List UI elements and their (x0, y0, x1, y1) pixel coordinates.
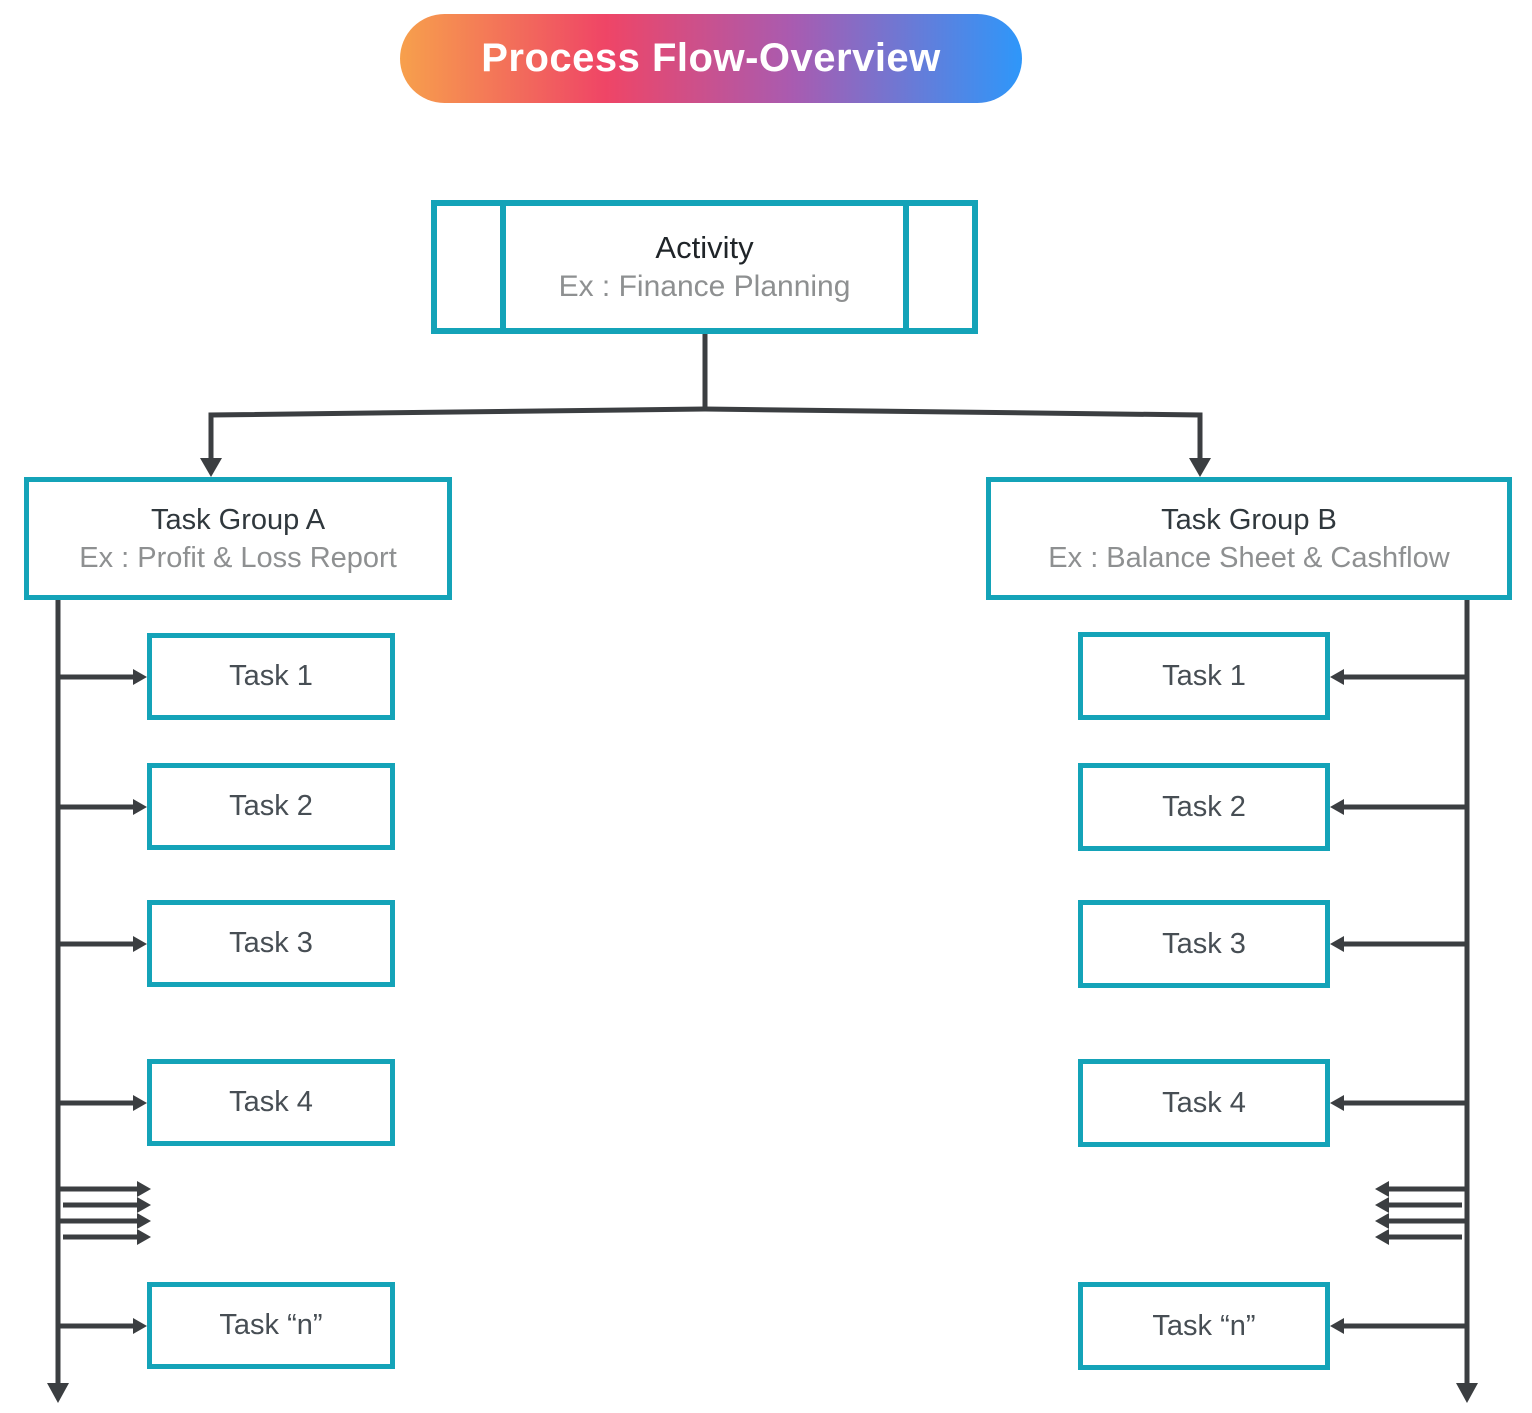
task-box-b-3-label: Task 3 (1162, 927, 1246, 960)
task-arrow-a-n-head (133, 1318, 147, 1334)
task-box-a-3: Task 3 (147, 900, 395, 987)
task-group-b-example: Ex : Balance Sheet & Cashflow (1048, 541, 1450, 574)
task-box-b-2-label: Task 2 (1162, 790, 1246, 823)
ellipsis-arrow-head (1375, 1197, 1389, 1213)
ellipsis-arrows-left (58, 1181, 151, 1245)
task-arrow-a-1-head (133, 669, 147, 685)
task-box-b-4: Task 4 (1078, 1059, 1330, 1147)
task-box-b-2: Task 2 (1078, 763, 1330, 851)
predefined-process-bar-left (500, 206, 506, 328)
task-arrow-b-1-head (1330, 669, 1344, 685)
title-text: Process Flow-Overview (481, 36, 941, 80)
task-group-a-box: Task Group A Ex : Profit & Loss Report (24, 477, 452, 600)
task-box-a-n: Task “n” (147, 1282, 395, 1369)
ellipsis-arrow-head (137, 1229, 151, 1245)
ellipsis-arrow-head (137, 1213, 151, 1229)
ellipsis-arrow-head (1375, 1213, 1389, 1229)
task-box-a-n-label: Task “n” (219, 1309, 323, 1341)
branch-arrowhead-right (1189, 458, 1211, 477)
task-box-a-3-label: Task 3 (229, 927, 313, 959)
task-box-b-n: Task “n” (1078, 1282, 1330, 1370)
task-box-b-n-label: Task “n” (1152, 1309, 1256, 1342)
task-box-a-4-label: Task 4 (229, 1086, 313, 1118)
activity-example: Ex : Finance Planning (558, 270, 851, 303)
ellipsis-arrows-right (1375, 1181, 1467, 1245)
branch-arrowhead-left (200, 458, 222, 477)
task-arrow-a-2-head (133, 799, 147, 815)
branch-line-left (208, 406, 706, 459)
ellipsis-arrow-head (137, 1181, 151, 1197)
task-group-b-label: Task Group B (1161, 503, 1337, 536)
task-arrow-b-4-head (1330, 1095, 1344, 1111)
task-arrow-b-2-head (1330, 799, 1344, 815)
task-group-b-box: Task Group B Ex : Balance Sheet & Cashfl… (986, 477, 1512, 600)
title-banner: Process Flow-Overview (400, 14, 1022, 103)
task-box-b-1-label: Task 1 (1162, 659, 1246, 692)
task-arrow-b-n-head (1330, 1318, 1344, 1334)
task-box-a-2-label: Task 2 (229, 790, 313, 822)
spine-right-arrowhead (1456, 1383, 1478, 1403)
predefined-process-bar-right (903, 206, 909, 328)
task-arrow-a-3-head (133, 936, 147, 952)
task-box-a-4: Task 4 (147, 1059, 395, 1146)
activity-label: Activity (655, 230, 754, 265)
task-box-b-3: Task 3 (1078, 900, 1330, 988)
task-box-a-2: Task 2 (147, 763, 395, 850)
ellipsis-arrow-head (1375, 1181, 1389, 1197)
task-group-a-example: Ex : Profit & Loss Report (79, 541, 397, 574)
ellipsis-arrow-head (137, 1197, 151, 1213)
task-arrow-b-3-head (1330, 936, 1344, 952)
ellipsis-arrow-head (1375, 1229, 1389, 1245)
task-box-b-4-label: Task 4 (1162, 1086, 1246, 1119)
activity-box: Activity Ex : Finance Planning (431, 200, 978, 334)
task-group-a-label: Task Group A (150, 503, 326, 536)
task-box-a-1-label: Task 1 (229, 660, 313, 692)
task-box-b-1: Task 1 (1078, 632, 1330, 720)
task-box-a-1: Task 1 (147, 633, 395, 720)
task-arrow-a-4-head (133, 1095, 147, 1111)
branch-line-right (704, 406, 1203, 459)
spine-left-arrowhead (47, 1383, 69, 1403)
